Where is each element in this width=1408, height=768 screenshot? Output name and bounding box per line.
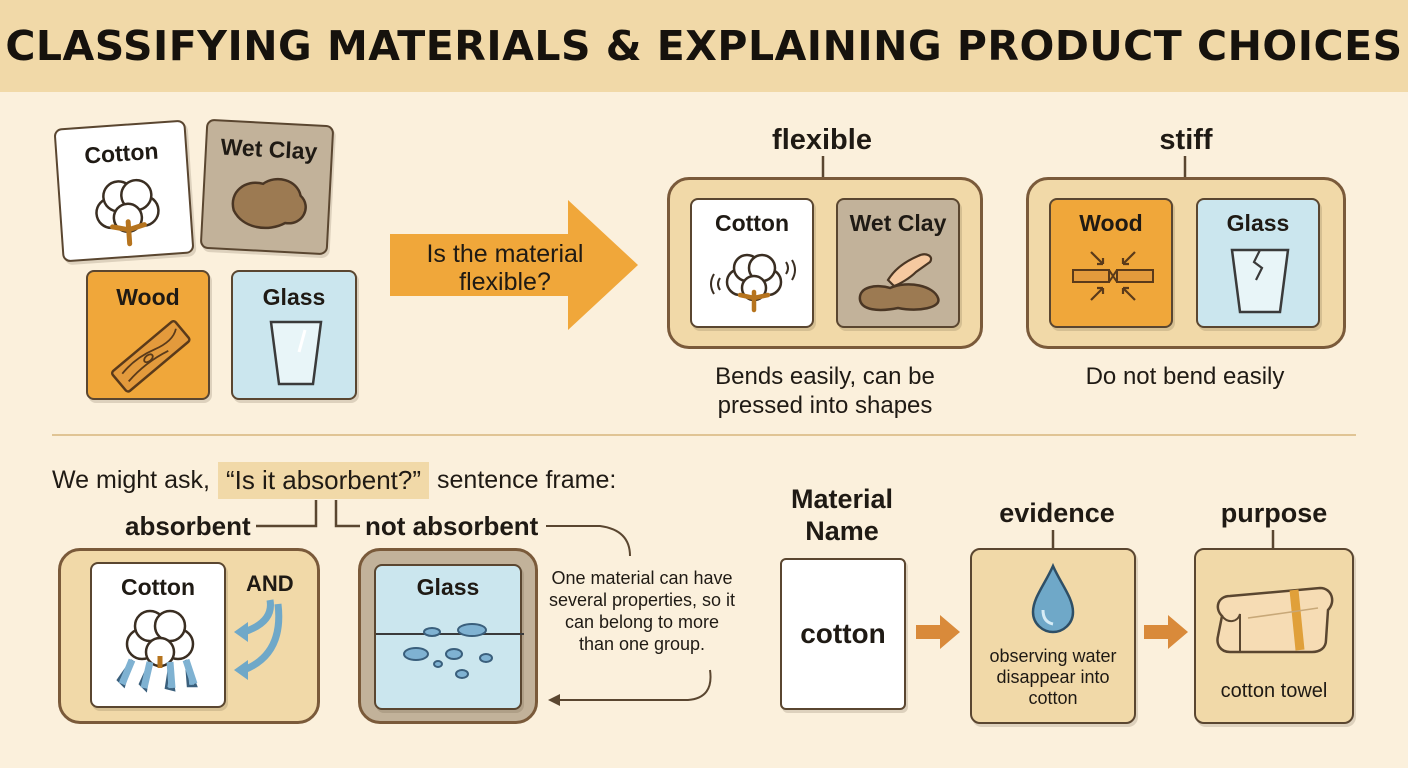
flexible-title: flexible: [772, 124, 872, 156]
header-bar: CLASSIFYING MATERIALS & EXPLAINING PRODU…: [0, 0, 1408, 92]
cotton-squish-icon: [710, 253, 796, 313]
absorbent-item-cotton-label: Cotton: [120, 574, 196, 600]
glass-cup-icon: [269, 320, 323, 386]
and-label: AND: [246, 571, 294, 596]
water-beads-icon: [376, 623, 524, 679]
wood-plank-icon: [110, 320, 191, 393]
material-card-glass-label: Glass: [262, 284, 326, 310]
breaking-wood-icon: [1072, 251, 1154, 301]
material-card-wood-label: Wood: [116, 284, 180, 310]
stiff-caption: Do not bend easily: [1085, 363, 1285, 390]
question-text: Is the material flexible?: [426, 240, 584, 296]
cotton-absorbing-icon: [116, 609, 198, 693]
prompt-line: We might ask, “Is it absorbent?” sentenc…: [52, 461, 617, 499]
purpose-text: cotton towel: [1220, 680, 1328, 702]
material-name-title: Material Name: [790, 484, 894, 546]
frame-arrow-1: [916, 615, 960, 649]
absorbent-label: absorbent: [125, 511, 251, 541]
cracked-glass-icon: [1230, 248, 1290, 314]
note-return-arrow: [548, 669, 712, 706]
prompt-tail: sentence frame:: [437, 465, 617, 494]
material-name-value: cotton: [800, 618, 886, 649]
frame-arrow-2: [1144, 615, 1188, 649]
water-drop-icon: [1031, 562, 1075, 634]
stiff-item-glass-label: Glass: [1226, 210, 1290, 236]
flexible-item-wet-clay: Wet Clay: [836, 198, 960, 328]
material-card-wet-clay: Wet Clay: [199, 118, 335, 256]
material-name-card: cotton: [780, 558, 906, 710]
branch-connectors: [256, 500, 631, 557]
flexible-item-cotton: Cotton: [690, 198, 814, 328]
stiff-title: stiff: [1159, 124, 1213, 156]
evidence-title: evidence: [999, 498, 1115, 528]
stiff-item-wood-label: Wood: [1079, 210, 1143, 236]
hand-press-clay-icon: [858, 253, 940, 312]
not-absorbent-label: not absorbent: [365, 511, 539, 541]
material-card-cotton: Cotton: [53, 119, 195, 263]
absorbent-item-cotton: Cotton: [90, 562, 226, 708]
stiff-connector: [1183, 156, 1187, 178]
flexible-item-wet-clay-label: Wet Clay: [849, 210, 947, 236]
flexible-connector: [821, 156, 825, 178]
question-arrow: [390, 200, 638, 330]
prompt-lead: We might ask,: [52, 465, 210, 494]
stiff-item-wood: Wood: [1049, 198, 1173, 328]
purpose-title: purpose: [1220, 498, 1328, 528]
water-arrows-icon: [234, 599, 283, 680]
towel-icon: [1216, 586, 1334, 654]
prompt-question: “Is it absorbent?”: [217, 461, 430, 499]
flexible-item-cotton-label: Cotton: [714, 210, 790, 236]
property-note: One material can have several properties…: [548, 568, 736, 654]
evidence-text: observing water disappear into cotton: [989, 646, 1117, 708]
material-card-wood: Wood: [86, 270, 210, 400]
not-absorbent-item-glass-label: Glass: [416, 574, 480, 600]
flexible-caption: Bends easily, can be pressed into shapes: [715, 363, 935, 419]
cotton-icon: [95, 178, 160, 247]
clay-icon: [231, 177, 307, 230]
page-title: CLASSIFYING MATERIALS & EXPLAINING PRODU…: [5, 22, 1403, 70]
section-divider: [52, 434, 1356, 436]
evidence-connector: [1051, 530, 1055, 548]
not-absorbent-item-glass: Glass: [374, 564, 524, 710]
purpose-connector: [1271, 530, 1275, 548]
stiff-item-glass: Glass: [1196, 198, 1320, 328]
material-card-glass: Glass: [231, 270, 357, 400]
